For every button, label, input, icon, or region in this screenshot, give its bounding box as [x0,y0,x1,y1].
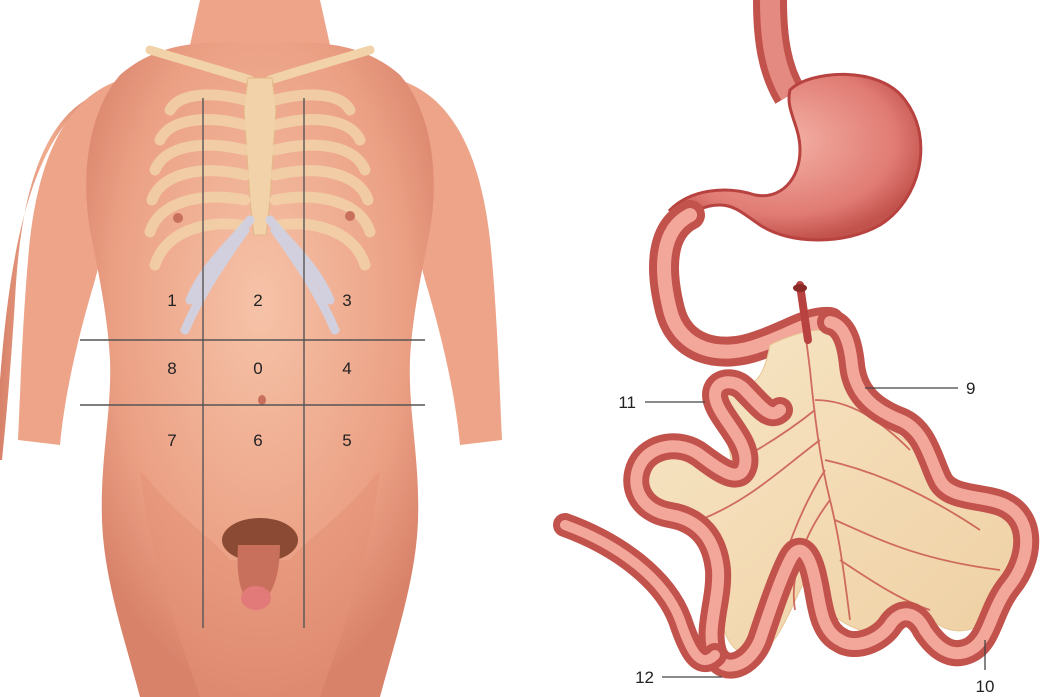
region-label: 3 [342,291,351,310]
region-label: 7 [167,431,176,450]
region-label: 2 [253,291,262,310]
region-label: 4 [342,359,351,378]
navel [258,395,266,405]
stomach [670,74,921,240]
callout-label: 11 [618,393,636,412]
callout-label: 12 [635,668,654,687]
region-label: 8 [167,359,176,378]
left-nipple [173,213,183,223]
callout-label: 9 [966,379,975,398]
region-label: 5 [342,431,351,450]
torso-illustration: 1 2 3 8 0 4 7 6 5 [0,0,502,697]
gut-illustration: 9 11 12 10 [565,0,1029,696]
right-nipple [345,211,355,221]
region-label: 6 [253,431,262,450]
callout-label: 10 [976,677,995,696]
mesenteric-artery-opening [793,284,807,292]
region-label: 1 [167,291,176,310]
glans [241,586,271,610]
region-label: 0 [253,359,262,378]
